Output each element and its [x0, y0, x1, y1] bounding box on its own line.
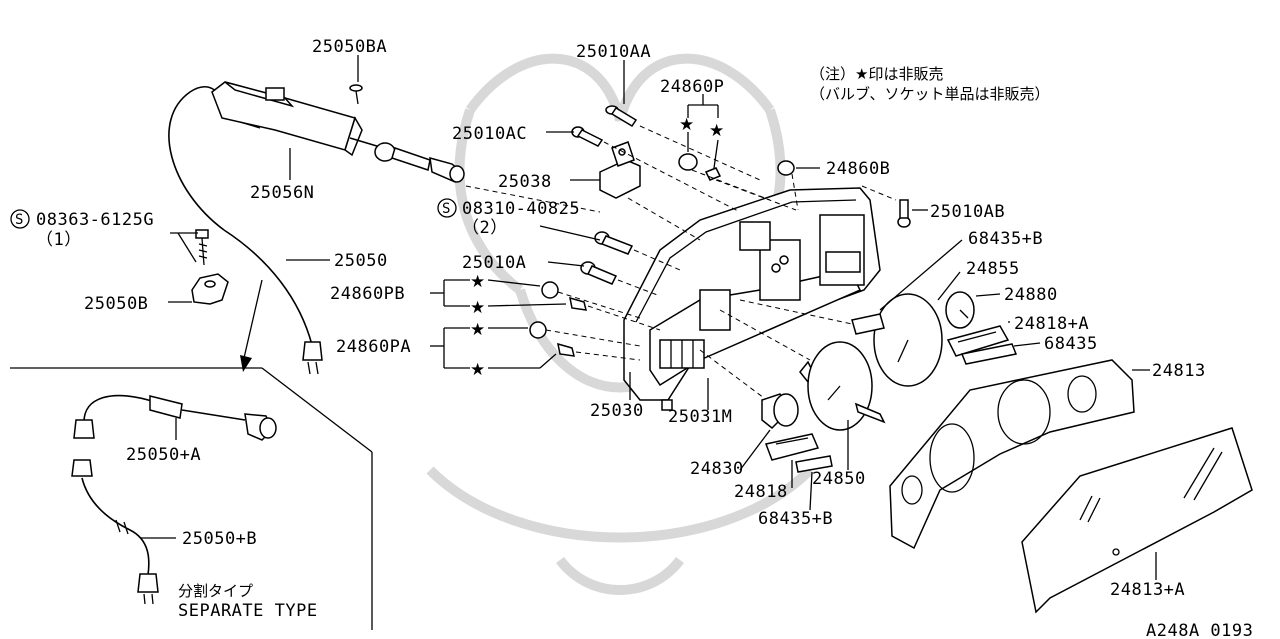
label-25050A: 25050+A: [126, 445, 201, 465]
diagram-code: A248A 0193: [1146, 621, 1253, 639]
film-68435: [960, 342, 1041, 365]
bolt-08310: [594, 231, 634, 255]
bulb-24860P: [678, 94, 722, 181]
separate-type-jp: 分割タイプ: [178, 582, 253, 600]
cable-25050B: [71, 459, 159, 605]
finisher-24813: [889, 359, 1150, 550]
label-25010A: 25010A: [462, 253, 526, 273]
label-68435B-lower: 68435+B: [758, 509, 833, 529]
label-24813: 24813: [1152, 361, 1206, 381]
screw-25010A: [580, 261, 618, 285]
label-25010AA: 25010AA: [576, 42, 651, 62]
label-08310-qty: （2）: [462, 218, 508, 238]
speedometer-24850: [799, 341, 886, 431]
indicator-24818: [764, 433, 820, 461]
star-icon: ★: [470, 320, 485, 340]
label-25030: 25030: [590, 401, 644, 421]
star-icon: ★: [470, 298, 485, 318]
note-line-1: （注）★印は非販売: [810, 65, 943, 83]
screw-25010AB: [897, 199, 928, 228]
label-24850: 24850: [812, 469, 866, 489]
label-08310-40825: 08310-40825: [462, 199, 580, 219]
label-25050: 25050: [334, 251, 388, 271]
bolt-08363: [195, 229, 209, 266]
label-24855: 24855: [966, 259, 1020, 279]
label-24818A: 24818+A: [1014, 314, 1089, 334]
label-24860PB: 24860PB: [330, 284, 405, 304]
star-icon: ★: [679, 115, 694, 135]
arrow-icon: [240, 355, 252, 372]
cable-25050A: [73, 394, 277, 441]
label-25031M: 25031M: [668, 407, 732, 427]
screw-25010AC: [571, 126, 604, 147]
case-25030: [623, 187, 881, 411]
bulb-24860B: [777, 160, 820, 176]
label-68435B-upper: 68435+B: [968, 229, 1043, 249]
label-68435: 68435: [1044, 334, 1098, 354]
separate-type-en: SEPARATE TYPE: [178, 601, 318, 621]
label-24813A: 24813+A: [1110, 580, 1185, 600]
label-25050B: 25050B: [84, 294, 148, 314]
screw-25010AA: [605, 60, 638, 128]
label-24818: 24818: [734, 482, 788, 502]
film-68435B-lower: [795, 455, 833, 473]
bulb-24860PB: [541, 281, 587, 311]
bracket-25038: [599, 141, 641, 199]
cable-25050: [168, 85, 323, 375]
clamp-25050B: [191, 273, 229, 305]
screw-25050BA: [349, 55, 363, 105]
label-24860P: 24860P: [660, 77, 724, 97]
label-24860PA: 24860PA: [336, 337, 411, 357]
s-mark-icon: S: [437, 198, 457, 218]
label-08363-qty: （1）: [36, 230, 82, 250]
cable-housing-25056N: [211, 81, 465, 183]
label-25010AC: 25010AC: [452, 124, 527, 144]
label-24860B: 24860B: [826, 159, 890, 179]
label-25038: 25038: [498, 172, 552, 192]
indicator-24818A: [946, 325, 1010, 357]
note-line-2: （バルブ、ソケット単品は非販売）: [810, 85, 1050, 103]
svg-text:S: S: [15, 212, 23, 228]
label-25050BA: 25050BA: [312, 37, 387, 57]
label-25010AB: 25010AB: [930, 202, 1005, 222]
label-24830: 24830: [690, 459, 744, 479]
tachometer-24855: [851, 239, 963, 387]
lens-24813A: [1021, 427, 1253, 614]
gauge-24830: [761, 393, 799, 430]
label-08363-6125G: 08363-6125G: [36, 210, 154, 230]
label-25056N: 25056N: [250, 183, 314, 203]
s-mark-icon: S: [10, 209, 30, 229]
label-25050B-plus: 25050+B: [182, 529, 257, 549]
svg-text:S: S: [442, 201, 450, 217]
gauge-24880: [945, 291, 1001, 329]
star-icon: ★: [470, 360, 485, 380]
label-24880: 24880: [1004, 285, 1058, 305]
star-icon: ★: [709, 121, 724, 141]
star-icon: ★: [470, 272, 485, 292]
